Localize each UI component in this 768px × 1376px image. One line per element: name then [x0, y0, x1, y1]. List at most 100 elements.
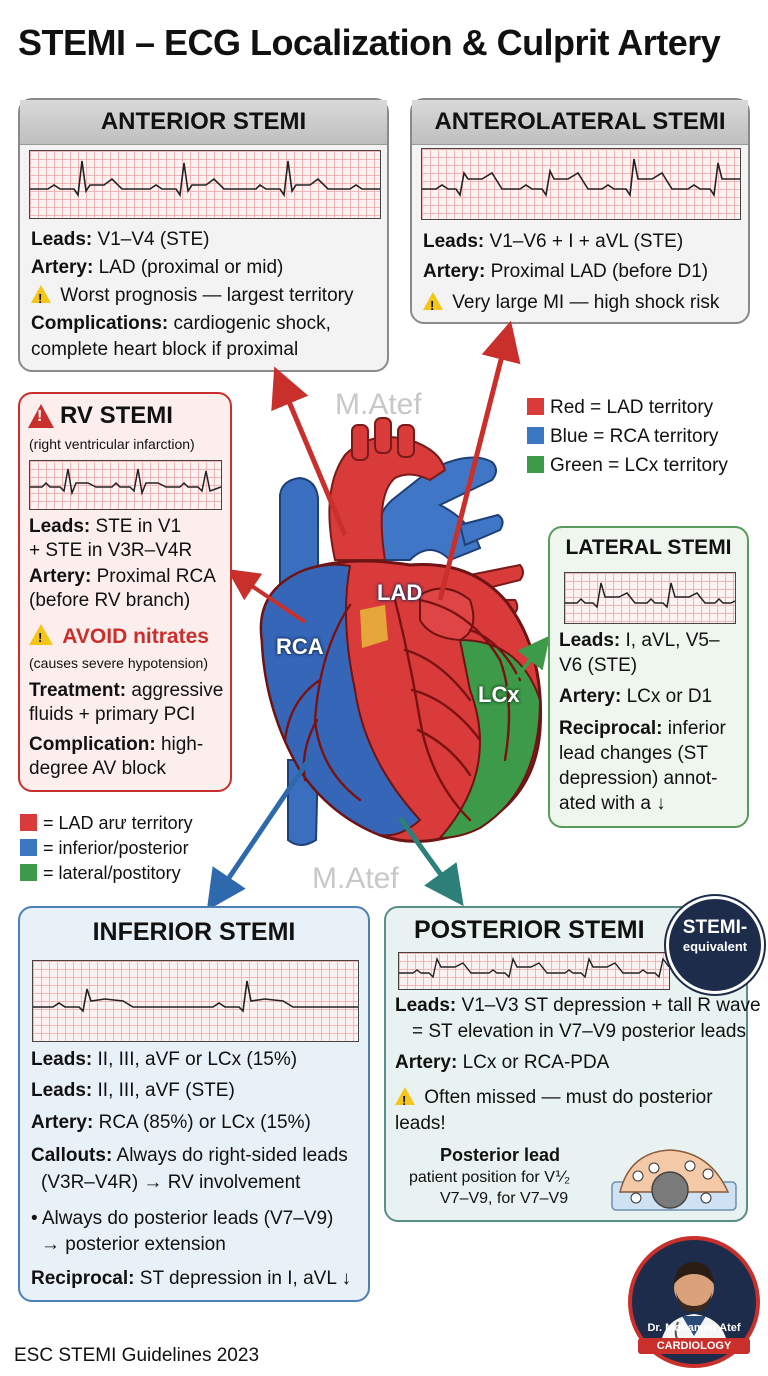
legend-item-lateral: = lateral/postitory	[20, 861, 193, 886]
ischemia-zone	[360, 605, 388, 648]
rv-avoid-note: (causes severe hypotension)	[29, 655, 208, 671]
inferior-leads: II, III, aVF or LCx (15%)	[97, 1049, 298, 1070]
aortic-branch-2	[374, 417, 392, 454]
lateral-artery: LCx or D1	[626, 686, 713, 707]
pulmonary-branch	[458, 513, 504, 547]
posterior-leads-2: = ST elevation in V7–V9 posterior leads	[412, 1021, 746, 1042]
lcx-label: LCx	[478, 682, 520, 707]
anterior-artery: LAD (proximal or mid)	[98, 257, 284, 278]
page-title: STEMI – ECG Localization & Culprit Arter…	[18, 22, 721, 63]
anterior-stemi-card: ANTERIOR STEMI Leads: V1–V4 (STE) Artery…	[18, 98, 389, 372]
lad-swatch	[527, 398, 544, 415]
anterolateral-artery-label: Artery:	[423, 261, 486, 282]
lateral-leads-2: V6 (STE)	[559, 655, 638, 676]
arrow-to-lateral	[503, 635, 550, 694]
anterolateral-heading: ANTEROLATERAL STEMI	[412, 100, 748, 145]
rv-artery: Proximal RCA	[96, 566, 216, 587]
anterior-ecg-strip	[29, 150, 381, 219]
lateral-leads: I, aVL, V5–	[625, 630, 720, 651]
lateral-ecg-strip	[564, 572, 736, 624]
warning-icon	[29, 624, 53, 650]
legend-item-inferior: = inferior/posterior	[20, 836, 193, 861]
rca-artery	[313, 603, 362, 802]
posterior-lead-note-2: V7–V9, for V7–V9	[440, 1190, 569, 1207]
rv-heading: RV STEMI	[60, 402, 173, 429]
warning-icon: !	[28, 404, 54, 428]
inferior-reciprocal-label: Reciprocal:	[31, 1268, 135, 1289]
lcx-swatch	[20, 864, 37, 881]
posterior-artery: LCx or RCA-PDA	[462, 1052, 610, 1073]
anterior-heading: ANTERIOR STEMI	[20, 100, 387, 145]
anterolateral-stemi-card: ANTEROLATERAL STEMI Leads: V1–V6 + I + a…	[410, 98, 750, 324]
posterior-ecg-strip	[398, 952, 670, 990]
anterior-warning: Worst prognosis — largest territory	[60, 285, 354, 306]
inferior-bullet-2: → posterior extension	[41, 1234, 226, 1255]
rv-stemi-card: ! RV STEMI (right ventricular infarction…	[18, 392, 232, 792]
arrow-to-inferior	[206, 756, 313, 911]
legend-item-lad: Red = LAD territory	[527, 393, 728, 422]
watermark-bottom: M.Atef	[312, 862, 399, 895]
inferior-callouts: Always do right-sided leads	[116, 1145, 348, 1166]
lateral-reciprocal-3: depression) annot-	[559, 768, 718, 789]
logo-name: Dr. Mohamed Atef	[647, 1322, 741, 1334]
territory-legend: Red = LAD territory Blue = RCA territory…	[527, 393, 728, 480]
lateral-leads-label: Leads:	[559, 630, 621, 651]
region-legend: = LAD arư territory = inferior/posterior…	[20, 811, 193, 886]
rv-treatment-2: fluids + primary PCI	[29, 704, 196, 725]
posterior-leads-label: Leads:	[395, 995, 457, 1016]
badge-line-1: STEMI-	[682, 917, 748, 938]
logo-specialty: CARDIOLOGY	[638, 1338, 750, 1354]
stemi-equivalent-badge: STEMI- equivalent	[666, 896, 764, 994]
anterior-complications-label: Complications:	[31, 313, 169, 334]
footer-source: ESC STEMI Guidelines 2023	[14, 1345, 260, 1366]
lad-label: LAD	[377, 580, 423, 605]
inferior-callouts-2: (V3R–V4R) → RV involvement	[41, 1172, 301, 1193]
rv-treatment: aggressive	[131, 680, 224, 701]
legend-item-anterior: = LAD arư territory	[20, 811, 193, 836]
rv-leads: STE in V1	[95, 516, 182, 537]
aorta	[328, 436, 447, 561]
warning-icon	[395, 1087, 415, 1113]
rv-leads-label: Leads:	[29, 516, 91, 537]
badge-line-2: equivalent	[682, 939, 748, 954]
anterior-leads: V1–V4 (STE)	[97, 229, 210, 250]
left-atrium-highlight	[419, 587, 475, 642]
lateral-artery-label: Artery:	[559, 686, 622, 707]
warning-icon	[423, 292, 443, 318]
posterior-warning-2: leads!	[395, 1113, 446, 1134]
lateral-reciprocal-label: Reciprocal:	[559, 718, 663, 739]
lateral-reciprocal: inferior	[667, 718, 726, 739]
inferior-leads2: II, III, aVF (STE)	[97, 1080, 235, 1101]
anterior-artery-label: Artery:	[31, 257, 94, 278]
lcx-swatch	[527, 456, 544, 473]
inferior-stemi-card: INFERIOR STEMI Leads: II, III, aVF or LC…	[18, 906, 370, 1302]
lcx-territory	[437, 638, 542, 840]
rv-avoid: AVOID nitrates	[62, 625, 209, 648]
rv-ecg-strip	[29, 460, 222, 510]
anterolateral-ecg-strip	[421, 148, 741, 220]
inferior-reciprocal: ST depression in I, aVL ↓	[139, 1268, 351, 1289]
patient-position-illustration	[611, 1149, 737, 1211]
aortic-branch-3	[397, 424, 415, 458]
rv-complication-2: degree AV block	[29, 758, 166, 779]
inferior-leads2-label: Leads:	[31, 1080, 93, 1101]
legend-item-rca: Blue = RCA territory	[527, 422, 728, 451]
watermark-top: M.Atef	[335, 388, 422, 421]
rv-complication-label: Complication:	[29, 734, 156, 755]
lateral-heading: LATERAL STEMI	[565, 536, 732, 559]
anterolateral-leads: V1–V6 + I + aVL (STE)	[489, 231, 684, 252]
inferior-artery-label: Artery:	[31, 1112, 94, 1133]
rv-complication: high-	[160, 734, 204, 755]
rv-treatment-label: Treatment:	[29, 680, 127, 701]
lateral-reciprocal-2: lead changes (ST	[559, 743, 708, 764]
rca-swatch	[20, 839, 37, 856]
posterior-lead-title: Posterior lead	[440, 1145, 561, 1165]
inferior-heading: INFERIOR STEMI	[92, 917, 296, 946]
inferior-bullet: • Always do posterior leads (V7–V9)	[31, 1208, 334, 1229]
inferior-callouts-label: Callouts:	[31, 1145, 113, 1166]
legend-item-lcx: Green = LCx territory	[527, 451, 728, 480]
posterior-warning: Often missed — must do posterior	[424, 1087, 713, 1108]
arrow-to-anterolateral	[437, 320, 521, 601]
rv-artery-2: (before RV branch)	[29, 590, 191, 611]
